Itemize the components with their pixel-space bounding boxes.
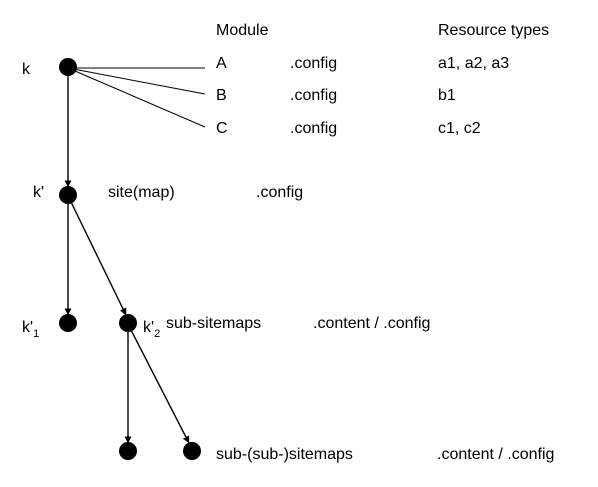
edge-k-prime-to-k2 (70, 201, 127, 316)
label-k2-base: k' (143, 319, 154, 336)
module-header: Module (216, 22, 269, 39)
module-a-name: A (216, 55, 227, 72)
sub-sub-sitemaps-file: .content / .config (437, 446, 554, 463)
module-c-name: C (216, 120, 228, 137)
module-a-types: a1, a2, a3 (438, 55, 509, 72)
label-k1-sub: 1 (33, 328, 39, 340)
module-c-file: .config (290, 120, 337, 137)
label-k: k (22, 61, 31, 78)
link-k-module-c (67, 67, 206, 128)
label-k-prime: k' (33, 184, 44, 201)
node-k1 (59, 314, 77, 332)
resource-types-header: Resource types (438, 22, 549, 39)
sub-sitemaps-label: sub-sitemaps (166, 315, 261, 332)
node-k-prime (59, 186, 77, 204)
label-k2-sub: 2 (154, 328, 160, 340)
link-k-module-b (67, 67, 206, 95)
edge-k2-to-leaf-2 (130, 329, 190, 444)
sub-sitemaps-file: .content / .config (313, 315, 430, 332)
site-label: site(map) (108, 184, 175, 201)
label-k2: k'2 (143, 319, 160, 340)
module-b-types: b1 (438, 87, 456, 104)
node-k2 (119, 314, 137, 332)
label-k1: k'1 (22, 319, 39, 340)
module-b-file: .config (290, 87, 337, 104)
label-k1-base: k' (22, 319, 33, 336)
node-k (59, 58, 77, 76)
site-file: .config (256, 184, 303, 201)
node-leaf-1 (119, 442, 137, 460)
node-leaf-2 (183, 442, 201, 460)
sub-sub-sitemaps-label: sub-(sub-)sitemaps (216, 446, 353, 463)
module-c-types: c1, c2 (438, 120, 481, 137)
module-a-file: .config (290, 55, 337, 72)
module-b-name: B (216, 87, 227, 104)
